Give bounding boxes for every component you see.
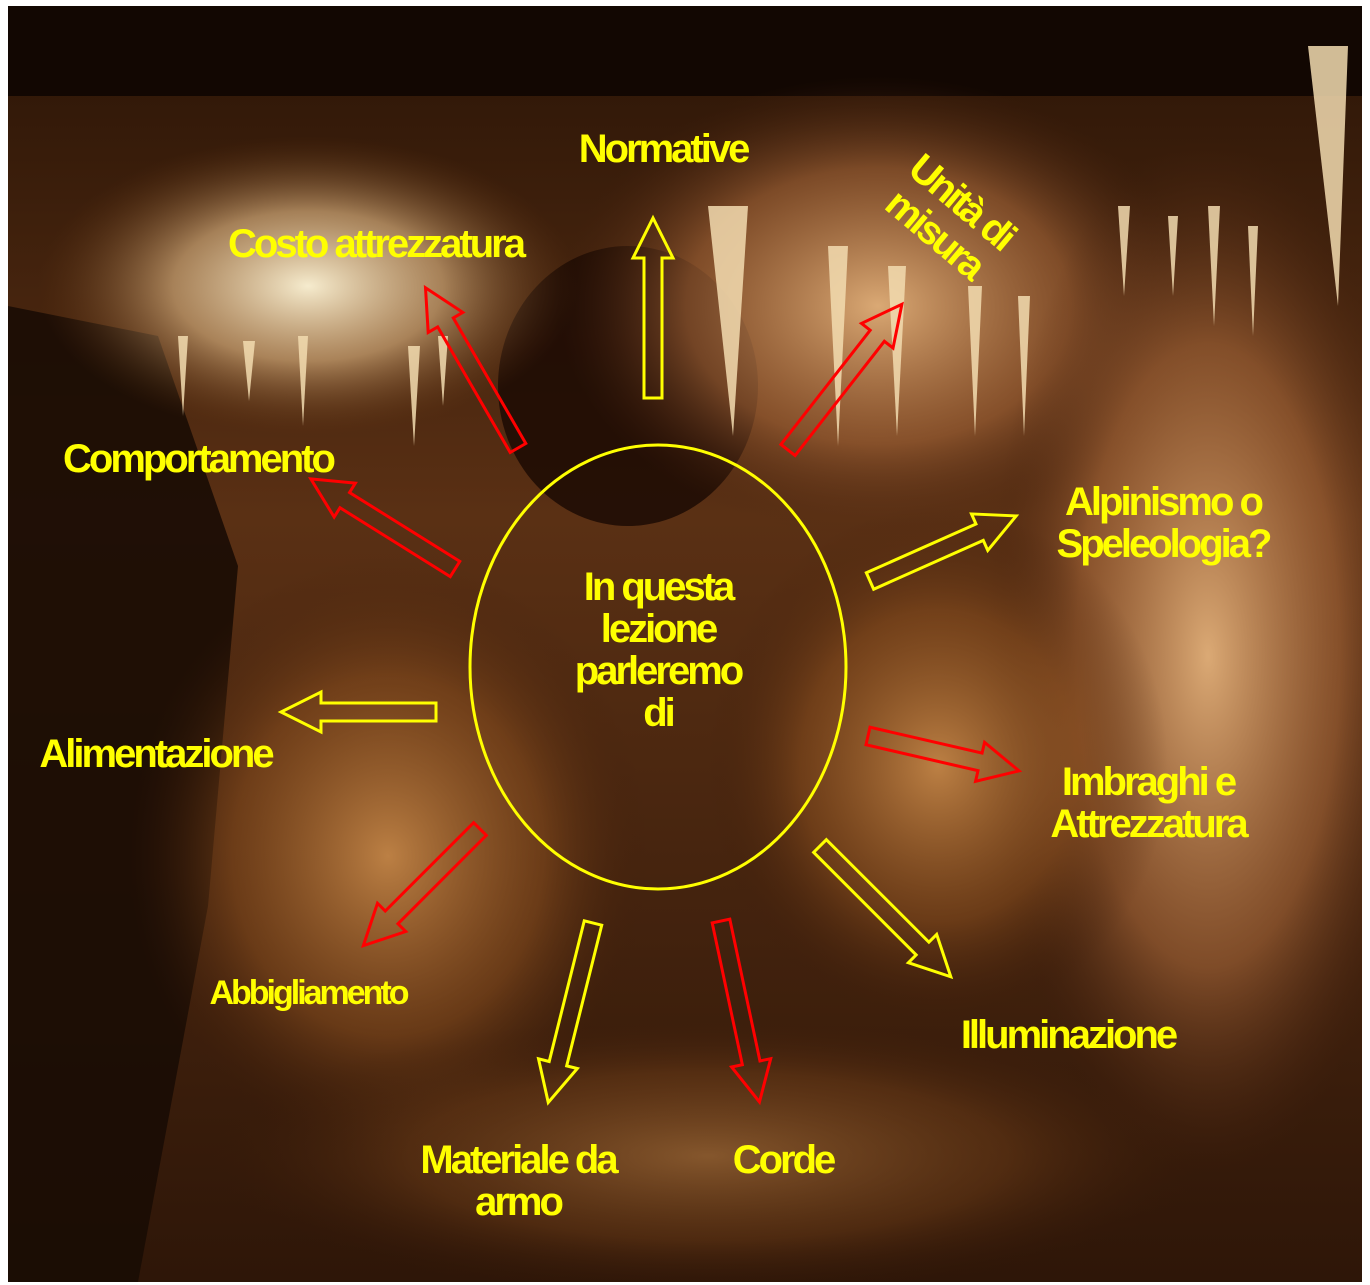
label-comportamento: Comportamento	[48, 438, 348, 480]
label-imbraghi: Imbraghi e Attrezzatura	[1033, 761, 1263, 845]
slide: In questa lezione parleremo di Normative…	[8, 6, 1362, 1282]
center-line-2: lezione	[558, 608, 758, 650]
label-materiale-line-2: armo	[403, 1181, 633, 1223]
center-line-3: parleremo	[558, 650, 758, 692]
center-text: In questa lezione parleremo di	[558, 566, 758, 734]
label-normative: Normative	[563, 128, 763, 170]
label-imbraghi-line-1: Imbraghi e	[1033, 761, 1263, 803]
label-costo: Costo attrezzatura	[203, 223, 548, 265]
label-materiale: Materiale da armo	[403, 1139, 633, 1223]
label-alpinismo-line-1: Alpinismo o	[1038, 481, 1288, 523]
label-illuminazione: Illuminazione	[948, 1014, 1188, 1056]
label-corde: Corde	[718, 1139, 848, 1181]
label-imbraghi-line-2: Attrezzatura	[1033, 803, 1263, 845]
label-alimentazione: Alimentazione	[23, 733, 288, 775]
label-alpinismo: Alpinismo o Speleologia?	[1038, 481, 1288, 565]
label-alpinismo-line-2: Speleologia?	[1038, 523, 1288, 565]
label-materiale-line-1: Materiale da	[403, 1139, 633, 1181]
center-line-1: In questa	[558, 566, 758, 608]
label-abbigliamento: Abbigliamento	[188, 976, 428, 1012]
center-line-4: di	[558, 692, 758, 734]
